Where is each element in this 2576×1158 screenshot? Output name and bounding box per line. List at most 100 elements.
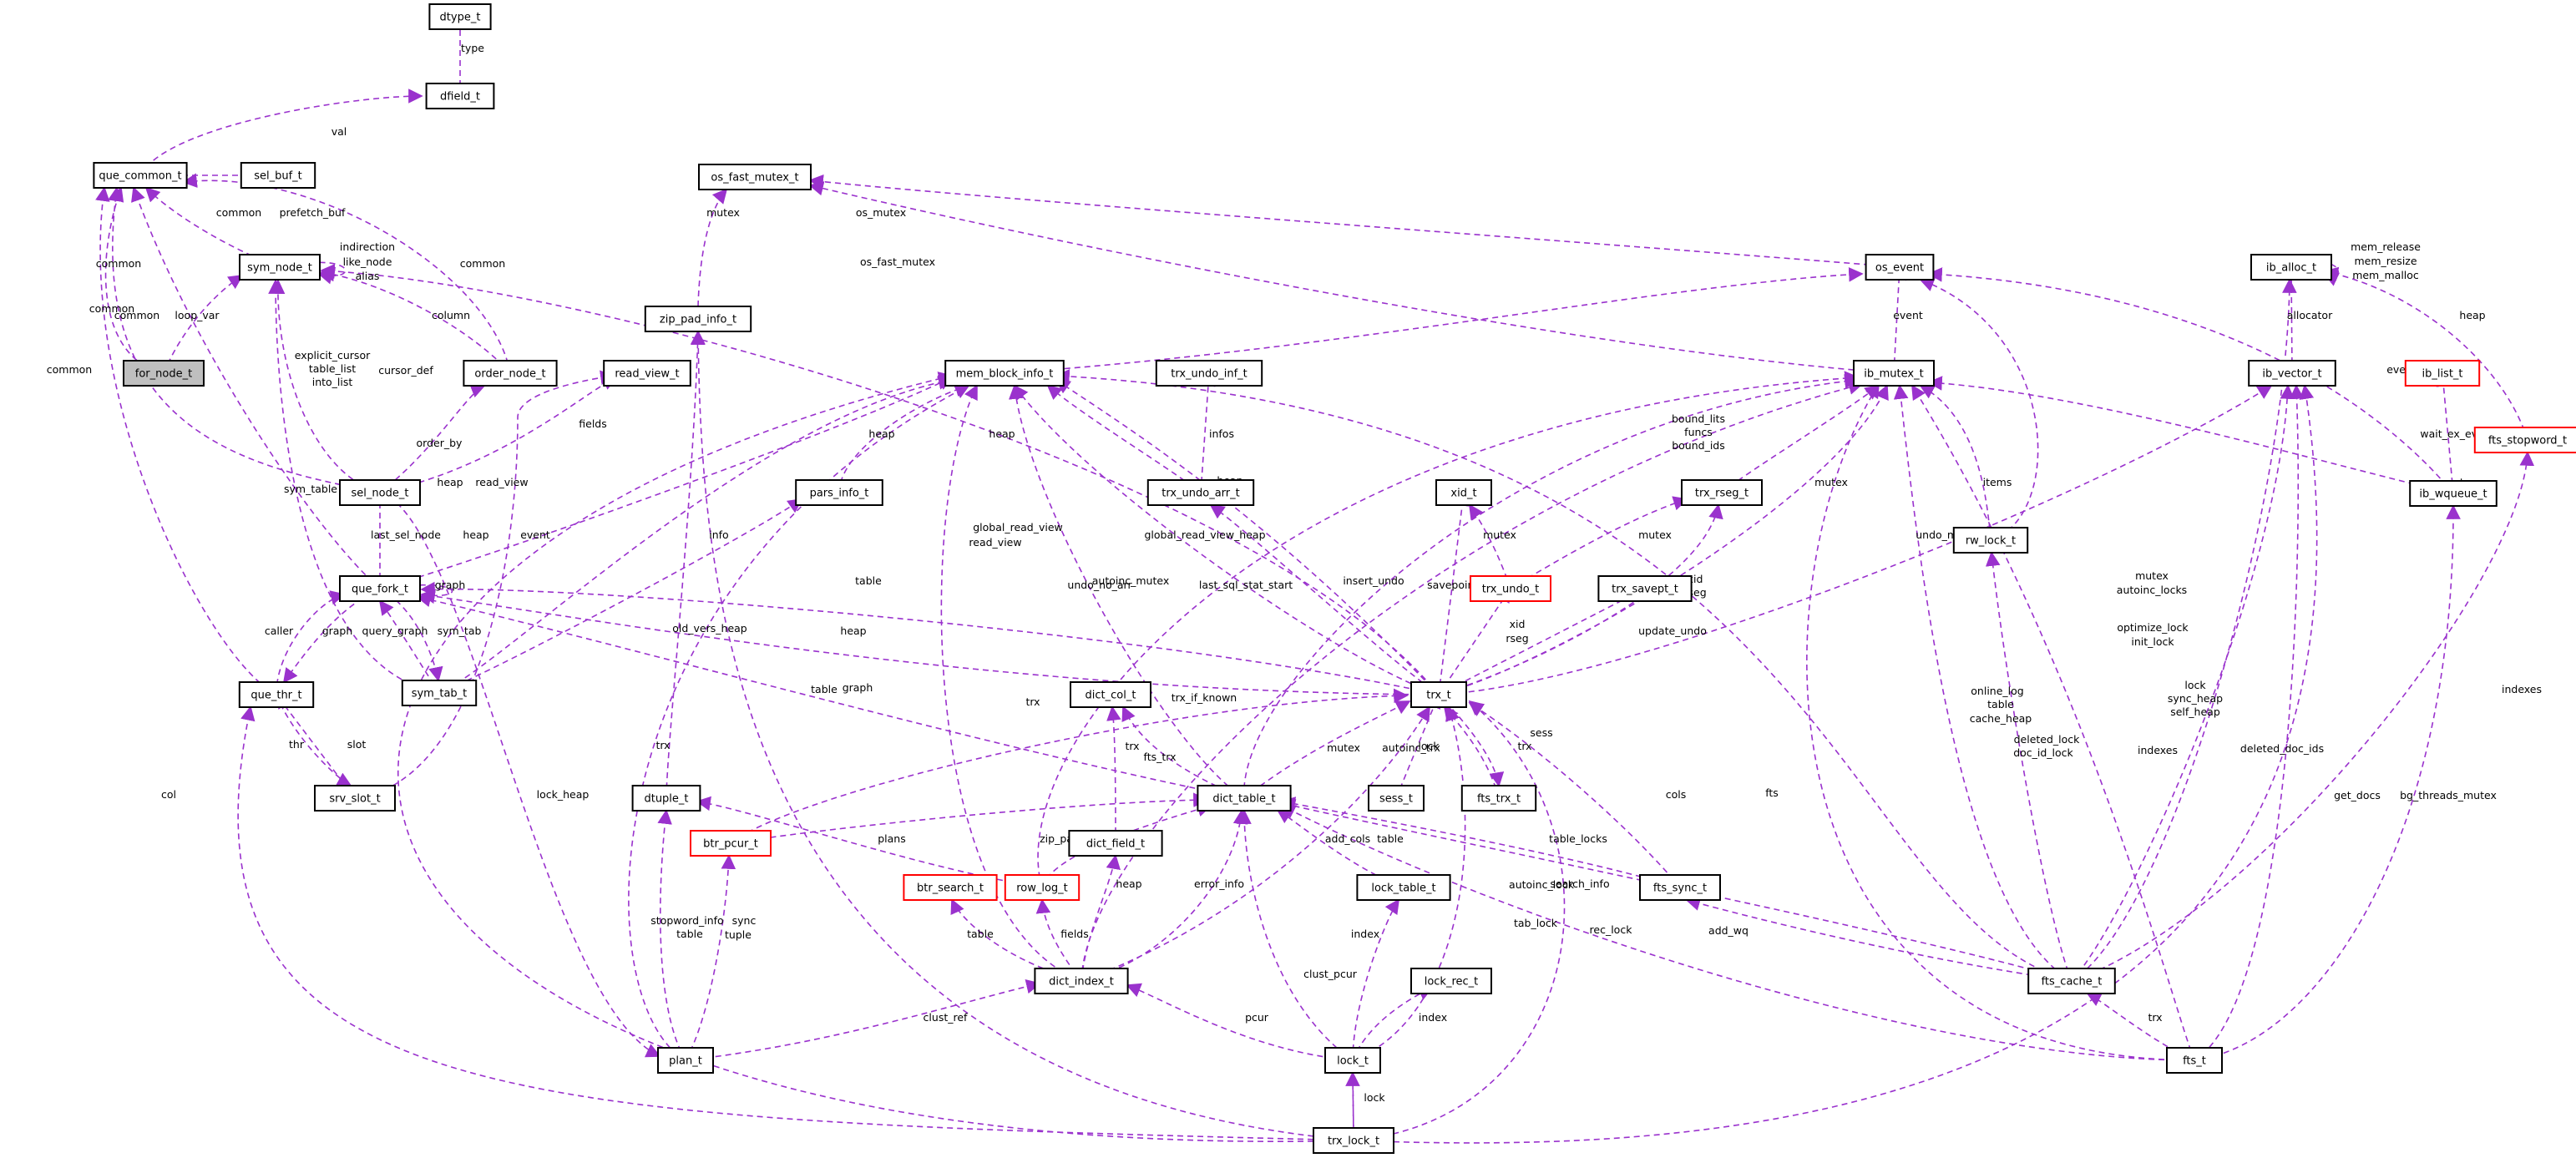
node-plan[interactable]: plan_t	[657, 1047, 714, 1074]
node-box[interactable]	[401, 680, 478, 706]
node-box[interactable]	[1068, 830, 1163, 857]
node-ib-list[interactable]: ib_list_t	[2404, 360, 2481, 387]
node-sel-node[interactable]: sel_node_t	[339, 479, 421, 506]
node-box[interactable]	[463, 360, 558, 387]
node-lock-rec[interactable]: lock_rec_t	[1410, 968, 1492, 994]
node-box[interactable]	[1597, 575, 1693, 602]
node-box[interactable]	[657, 1047, 714, 1074]
node-box[interactable]	[2404, 360, 2481, 387]
node-trx[interactable]: trx_t	[1410, 681, 1467, 708]
node-srv-slot[interactable]: srv_slot_t	[314, 785, 396, 812]
node-box[interactable]	[425, 83, 495, 109]
node-zip-pad-info[interactable]: zip_pad_info_t	[644, 306, 752, 332]
node-pars-info[interactable]: pars_info_t	[795, 479, 883, 506]
node-box[interactable]	[1070, 681, 1151, 708]
node-sym-node[interactable]: sym_node_t	[239, 254, 321, 281]
node-box[interactable]	[1368, 785, 1425, 812]
node-box[interactable]	[1681, 479, 1763, 506]
node-box[interactable]	[1313, 1127, 1394, 1154]
node-sym-tab[interactable]: sym_tab_t	[401, 680, 478, 706]
node-box[interactable]	[240, 162, 316, 189]
node-trx-rseg[interactable]: trx_rseg_t	[1681, 479, 1763, 506]
node-box[interactable]	[2250, 254, 2332, 281]
node-box[interactable]	[2409, 480, 2498, 507]
node-trx-undo-inf[interactable]: trx_undo_inf_t	[1155, 360, 1263, 387]
node-box[interactable]	[698, 164, 812, 190]
node-box[interactable]	[1853, 360, 1935, 387]
node-box[interactable]	[1952, 527, 2029, 554]
node-box[interactable]	[339, 479, 421, 506]
node-fts-stopword[interactable]: fts_stopword_t	[2473, 427, 2576, 453]
node-box[interactable]	[1410, 968, 1492, 994]
node-rw-lock[interactable]: rw_lock_t	[1952, 527, 2029, 554]
node-row-log[interactable]: row_log_t	[1004, 874, 1081, 901]
node-box[interactable]	[690, 830, 772, 857]
node-dfield[interactable]: dfield_t	[425, 83, 495, 109]
node-box[interactable]	[1460, 785, 1537, 812]
node-read-view[interactable]: read_view_t	[603, 360, 691, 387]
node-os-event[interactable]: os_event	[1865, 254, 1935, 281]
node-trx-undo-arr[interactable]: trx_undo_arr_t	[1146, 479, 1255, 506]
node-box[interactable]	[1639, 874, 1721, 901]
node-box[interactable]	[944, 360, 1065, 387]
node-box[interactable]	[2473, 427, 2576, 453]
node-sess[interactable]: sess_t	[1368, 785, 1425, 812]
node-dict-index[interactable]: dict_index_t	[1034, 968, 1129, 994]
node-mem-block-info[interactable]: mem_block_info_t	[944, 360, 1065, 387]
node-box[interactable]	[428, 3, 492, 30]
node-dtuple[interactable]: dtuple_t	[631, 785, 701, 812]
node-box[interactable]	[2166, 1047, 2223, 1074]
node-dict-col[interactable]: dict_col_t	[1070, 681, 1151, 708]
node-box[interactable]	[631, 785, 701, 812]
node-que-fork[interactable]: que_fork_t	[339, 575, 421, 602]
node-box[interactable]	[2248, 360, 2336, 387]
node-box[interactable]	[1356, 874, 1451, 901]
node-trx-savept[interactable]: trx_savept_t	[1597, 575, 1693, 602]
node-box[interactable]	[339, 575, 421, 602]
node-fts-cache[interactable]: fts_cache_t	[2027, 968, 2116, 994]
node-box[interactable]	[1146, 479, 1255, 506]
node-for-node[interactable]: for_node_t	[123, 360, 205, 387]
node-box[interactable]	[903, 874, 998, 901]
node-que-common[interactable]: que_common_t	[93, 162, 188, 189]
node-box[interactable]	[795, 479, 883, 506]
node-order-node[interactable]: order_node_t	[463, 360, 558, 387]
node-box[interactable]	[93, 162, 188, 189]
node-box[interactable]	[1155, 360, 1263, 387]
node-que-thr[interactable]: que_thr_t	[238, 681, 315, 708]
node-btr-pcur[interactable]: btr_pcur_t	[690, 830, 772, 857]
node-fts[interactable]: fts_t	[2166, 1047, 2223, 1074]
node-ib-wqueue[interactable]: ib_wqueue_t	[2409, 480, 2498, 507]
node-box[interactable]	[238, 681, 315, 708]
node-box[interactable]	[123, 360, 205, 387]
node-ib-alloc[interactable]: ib_alloc_t	[2250, 254, 2332, 281]
node-ib-vector[interactable]: ib_vector_t	[2248, 360, 2336, 387]
node-box[interactable]	[1470, 575, 1551, 602]
node-trx-undo[interactable]: trx_undo_t	[1470, 575, 1551, 602]
node-trx-lock[interactable]: trx_lock_t	[1313, 1127, 1394, 1154]
node-fts-trx[interactable]: fts_trx_t	[1460, 785, 1537, 812]
node-dict-table[interactable]: dict_table_t	[1197, 785, 1292, 812]
node-box[interactable]	[239, 254, 321, 281]
node-btr-search[interactable]: btr_search_t	[903, 874, 998, 901]
node-box[interactable]	[1435, 479, 1492, 506]
node-lock[interactable]: lock_t	[1324, 1047, 1381, 1074]
node-dtype[interactable]: dtype_t	[428, 3, 492, 30]
node-box[interactable]	[1324, 1047, 1381, 1074]
node-box[interactable]	[314, 785, 396, 812]
node-lock-table[interactable]: lock_table_t	[1356, 874, 1451, 901]
node-box[interactable]	[603, 360, 691, 387]
node-box[interactable]	[2027, 968, 2116, 994]
node-os-fast-mutex[interactable]: os_fast_mutex_t	[698, 164, 812, 190]
node-box[interactable]	[1410, 681, 1467, 708]
node-xid[interactable]: xid_t	[1435, 479, 1492, 506]
node-box[interactable]	[644, 306, 752, 332]
node-fts-sync[interactable]: fts_sync_t	[1639, 874, 1721, 901]
node-ib-mutex[interactable]: ib_mutex_t	[1853, 360, 1935, 387]
node-box[interactable]	[1865, 254, 1935, 281]
node-box[interactable]	[1034, 968, 1129, 994]
node-box[interactable]	[1004, 874, 1081, 901]
node-box[interactable]	[1197, 785, 1292, 812]
node-dict-field[interactable]: dict_field_t	[1068, 830, 1163, 857]
node-sel-buf[interactable]: sel_buf_t	[240, 162, 316, 189]
